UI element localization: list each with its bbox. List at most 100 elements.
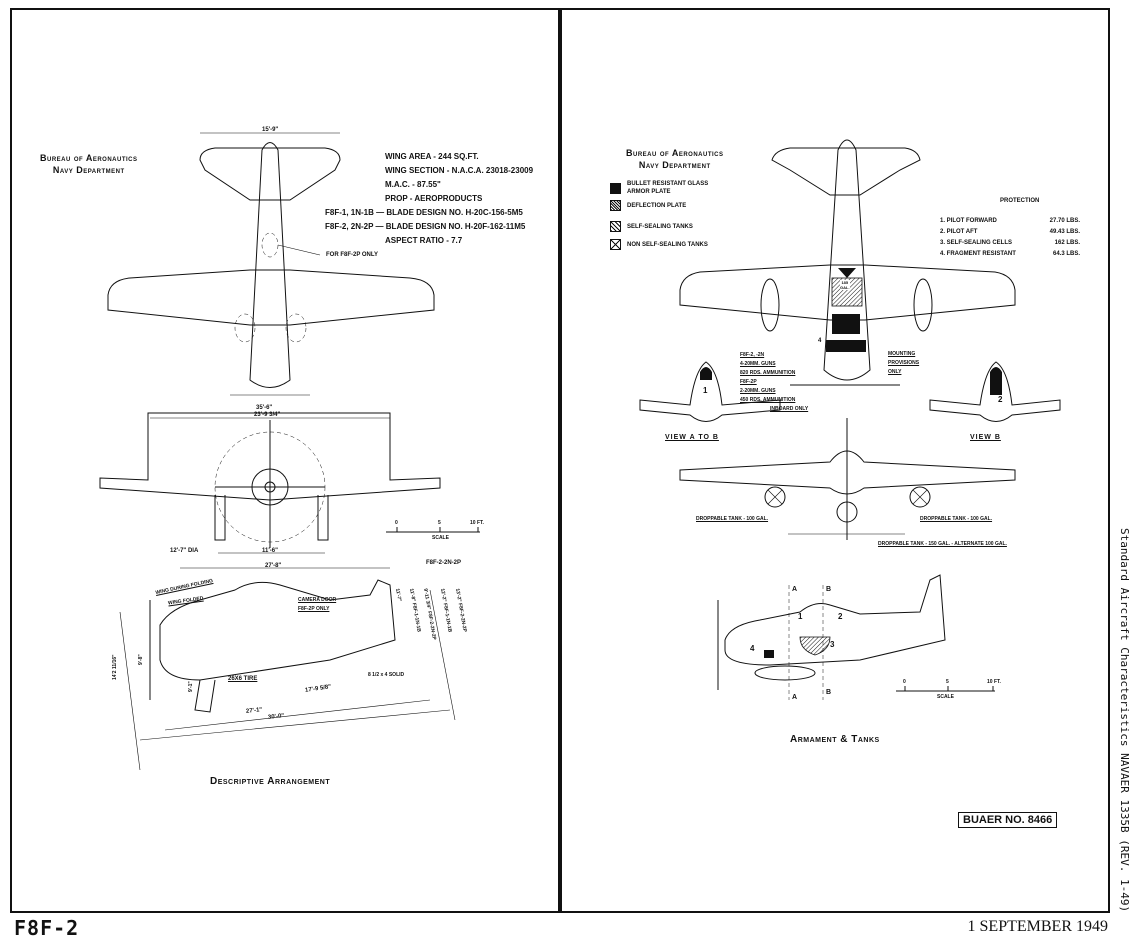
section-mark-b: B [826, 586, 832, 593]
guns-line: F8F-2, -2N [740, 352, 765, 358]
protection-title: PROTECTION [1000, 198, 1040, 204]
view-b-label: VIEW B [970, 434, 1001, 441]
view-a-to-b-drawing [639, 361, 781, 422]
spec-line: F8F-1, 1N-1B — BLADE DESIGN NO. H-20C-15… [325, 206, 533, 220]
drop-tank-right-note: DROPPABLE TANK - 100 GAL. [920, 516, 993, 522]
front-view-drawing [99, 412, 441, 554]
protection-label: 4. FRAGMENT RESISTANT [940, 251, 1016, 257]
zone-number: 4 [818, 338, 822, 344]
armament-plan-view [679, 139, 1016, 386]
camera-door-line: F8F-2P ONLY [298, 606, 330, 612]
side-reference: Standard Aircraft Characteristics NAVAER… [1118, 528, 1130, 913]
view-a-to-b-label: VIEW A TO B [665, 434, 719, 441]
left-scale-bar [386, 527, 480, 533]
dim-b: 9'-1" [188, 681, 194, 692]
legend-label: BULLET RESISTANT GLASS [627, 181, 709, 187]
legend-label: SELF-SEALING TANKS [627, 223, 693, 230]
non-self-sealing-swatch-icon [610, 239, 621, 250]
mounting-line: MOUNTING [888, 351, 916, 357]
tail-tire-note: 8 1/2 x 4 SOLID [368, 672, 405, 678]
zone-number: 3 [830, 640, 835, 649]
mounting-note: MOUNTING PROVISIONS ONLY [888, 350, 919, 377]
deflection-swatch-icon [610, 200, 621, 211]
buaer-number: BUAER NO. 8466 [958, 812, 1058, 828]
guns-line: 820 RDS. AMMUNITION [740, 370, 796, 376]
left-caption: Descriptive Arrangement [210, 776, 331, 787]
right-bureau-heading: Bureau of Aeronautics Navy Department [626, 147, 724, 171]
armament-side-view [717, 574, 946, 700]
spec-line: WING AREA - 244 SQ.FT. [385, 152, 479, 161]
mounting-line: ONLY [888, 369, 902, 375]
bureau-line: Bureau of Aeronautics [40, 153, 138, 163]
legend-label: NON SELF-SEALING TANKS [627, 241, 708, 248]
zone-number: 2 [838, 612, 843, 621]
protection-value: 27.70 LBS. [1049, 218, 1080, 224]
left-height-dim: 14'2 11/16" [112, 654, 118, 680]
span-dim: 35'-6" [256, 405, 273, 411]
tank-unit: GAL. [840, 285, 850, 290]
guns-line: 450 RDS. AMMUNITION [740, 397, 796, 403]
legend-label: ARMOR PLATE [627, 189, 671, 195]
spec-line: F8F-2, 2N-2P — BLADE DESIGN NO. H-20F-16… [325, 220, 533, 234]
f8f-2n-2p-note: F8F-2-2N-2P [426, 560, 462, 566]
span-folded-dim: 23'-9 3/4" [254, 412, 281, 418]
zone-number: 1 [703, 386, 708, 395]
spec-line: M.A.C. - 87.55" [385, 180, 441, 189]
zone-number: 1 [798, 612, 803, 621]
camera-door-line: CAMERA DOOR [298, 597, 337, 603]
left-bureau-heading: Bureau of Aeronautics Navy Department [40, 152, 138, 176]
legend-label: DEFLECTION PLATE [627, 202, 687, 209]
guns-note: F8F-2, -2N 4-20MM. GUNS 820 RDS. AMMUNIT… [740, 351, 808, 414]
tread-dim: 11'-6" [262, 548, 278, 554]
specs-block: WING AREA - 244 SQ.FT. WING SECTION - N.… [325, 150, 533, 248]
tail-span-dim: 15'-9" [262, 127, 279, 133]
aircraft-designation: F8F-2 [14, 916, 80, 940]
right-scale-tick: 0 [903, 679, 906, 685]
spec-prefix: F8F-2, 2N-2P — [325, 222, 384, 231]
side-view-drawing [119, 567, 456, 771]
document-date: 1 SEPTEMBER 1949 [967, 918, 1108, 935]
view-b-drawing [929, 361, 1061, 422]
section-mark-a: A [792, 694, 798, 701]
section-mark-a: A [792, 586, 798, 593]
right-scale-bar [896, 686, 995, 692]
zone-number: 4 [750, 644, 755, 653]
mounting-line: PROVISIONS [888, 360, 920, 366]
left-scale-tick: 0 [395, 520, 398, 526]
armament-front-view [679, 418, 1016, 540]
fuel-tank-label: 185 GAL. [840, 280, 850, 290]
left-scale-tick: 10 FT. [470, 520, 484, 526]
spec-line: WING SECTION - N.A.C.A. 23018-23009 [385, 166, 534, 175]
legend-item-deflection: DEFLECTION PLATE [610, 200, 686, 211]
f8f2p-only-note: FOR F8F-2P ONLY [326, 252, 379, 258]
legend-item-non-self-sealing: NON SELF-SEALING TANKS [610, 239, 708, 250]
department-line: Navy Department [638, 160, 711, 170]
bureau-line: Bureau of Aeronautics [626, 148, 724, 158]
drop-tank-center-note: DROPPABLE TANK - 150 GAL. - ALTERNATE 10… [878, 541, 1007, 547]
section-mark-b: B [826, 689, 832, 696]
protection-value: 49.43 LBS. [1049, 229, 1080, 235]
guns-line: 4-20MM. GUNS [740, 361, 776, 367]
spec-line: PROP - AEROPRODUCTS [385, 194, 483, 203]
spec-text: BLADE DESIGN NO. H-20F-162-11M5 [385, 222, 526, 231]
spec-line: ASPECT RATIO - 7.7 [385, 236, 463, 245]
camera-door-note: CAMERA DOOR F8F-2P ONLY [298, 596, 336, 614]
page-divider [558, 8, 562, 913]
department-line: Navy Department [52, 165, 125, 175]
armor-swatch-icon [610, 182, 621, 194]
left-scale-label: SCALE [432, 535, 449, 541]
guns-line: F8F-2P [740, 379, 757, 385]
self-sealing-swatch-icon [610, 221, 621, 232]
plan-view-drawing [107, 132, 435, 396]
protection-label: 1. PILOT FORWARD [940, 218, 997, 224]
spec-prefix: F8F-1, 1N-1B — [325, 208, 385, 217]
right-scale-label: SCALE [937, 694, 954, 700]
drop-tank-left-note: DROPPABLE TANK - 100 GAL. [696, 516, 769, 522]
right-scale-tick: 5 [946, 679, 949, 685]
length-dim: 27'-8" [265, 563, 282, 569]
